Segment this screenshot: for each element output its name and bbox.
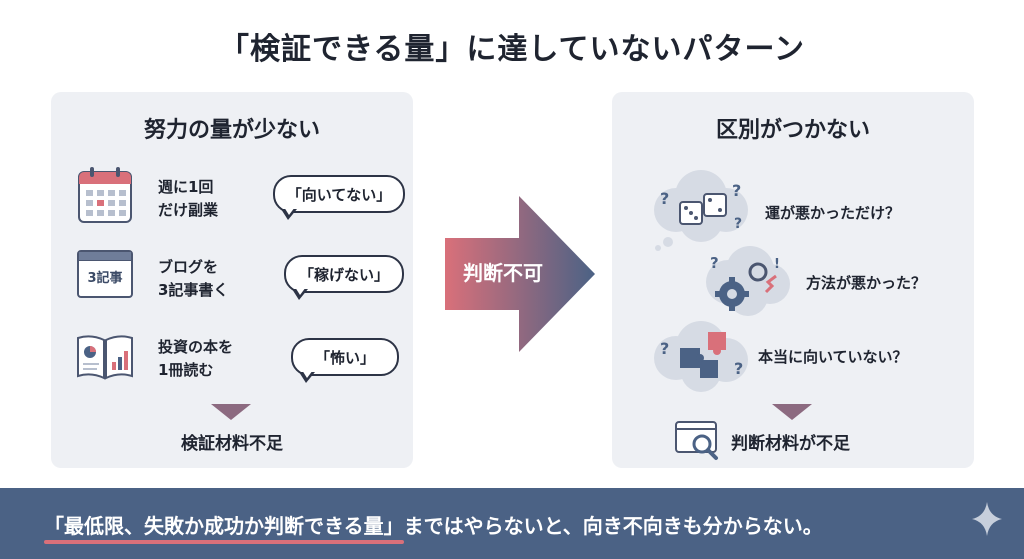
svg-text:?: ? — [734, 216, 742, 232]
svg-text:?: ? — [660, 189, 669, 208]
left-panel-heading: 努力の量が少ない — [143, 118, 320, 143]
bubble-tail — [292, 287, 308, 300]
left-panel: 努力の量が少ない 週に1回 だけ副業 「向いてない」 3記事 ブログを 3記事書… — [51, 92, 413, 468]
row-1-text: 週に1回 だけ副業 — [158, 176, 218, 222]
right-panel: 区別がつかない ? ? ? 運が悪かっただけ？ ? ! 方法が悪かった？ — [612, 92, 974, 468]
row-3-line-2: 1冊読む — [158, 361, 214, 379]
thought-1-text: 運が悪かっただけ？ — [765, 204, 901, 222]
speech-bubble-1-text: 「向いてない」 — [286, 185, 392, 204]
page-title: 「検証できる量」に達していないパターン — [219, 32, 805, 67]
banner-rest: まではやらないと、向き不向きも分からない。 — [403, 514, 823, 538]
center-arrow: 判断不可 — [445, 196, 595, 352]
blog-article-icon-label: 3記事 — [87, 271, 123, 286]
row-3-text: 投資の本を 1冊読む — [158, 336, 233, 382]
bottom-banner: 「最低限、失敗か成功か判断できる量」まではやらないと、向き不向きも分からない。 — [0, 488, 1024, 559]
book-icon — [77, 335, 133, 380]
calendar-icon — [78, 167, 132, 223]
svg-text:?: ? — [660, 339, 669, 358]
row-1-line-1: 週に1回 — [158, 178, 214, 196]
row-2-line-1: ブログを — [158, 258, 219, 276]
dice-thought-icon: ? ? ? — [654, 170, 748, 251]
center-arrow-label: 判断不可 — [463, 261, 543, 285]
gears-thought-icon: ? ! — [706, 246, 790, 316]
right-conclusion: 判断材料が不足 — [731, 434, 850, 454]
svg-text:!: ! — [774, 257, 780, 272]
left-conclusion: 検証材料不足 — [181, 434, 283, 454]
right-panel-heading: 区別がつかない — [715, 118, 870, 143]
speech-bubble-3-text: 「怖い」 — [314, 348, 375, 367]
svg-text:?: ? — [732, 181, 741, 200]
center-arrow-shape — [445, 196, 595, 352]
bubble-tail — [281, 207, 297, 220]
thought-2-text: 方法が悪かった？ — [806, 274, 927, 292]
speech-bubble-3: 「怖い」 — [291, 338, 399, 383]
speech-bubble-2-text: 「稼げない」 — [298, 265, 389, 284]
row-2-text: ブログを 3記事書く — [158, 256, 228, 302]
row-2-line-2: 3記事書く — [158, 281, 229, 299]
row-3-line-1: 投資の本を — [158, 338, 234, 356]
down-arrow — [211, 404, 251, 420]
sparkle-icon — [972, 502, 1002, 536]
row-1-line-2: だけ副業 — [158, 201, 219, 219]
thought-3-text: 本当に向いていない？ — [758, 348, 908, 366]
speech-bubble-2: 「稼げない」 — [284, 255, 404, 300]
bubble-tail — [299, 370, 315, 383]
banner-highlight: 「最低限、失敗か成功か判断できる量」 — [44, 510, 404, 544]
banner-text: 「最低限、失敗か成功か判断できる量」まではやらないと、向き不向きも分からない。 — [44, 510, 823, 544]
search-window-icon — [675, 421, 718, 460]
blog-article-icon: 3記事 — [77, 250, 133, 298]
puzzle-thought-icon: ? ? — [654, 321, 748, 392]
svg-text:?: ? — [734, 359, 743, 378]
speech-bubble-1: 「向いてない」 — [273, 175, 405, 220]
down-arrow — [772, 404, 812, 420]
svg-text:?: ? — [710, 254, 719, 272]
